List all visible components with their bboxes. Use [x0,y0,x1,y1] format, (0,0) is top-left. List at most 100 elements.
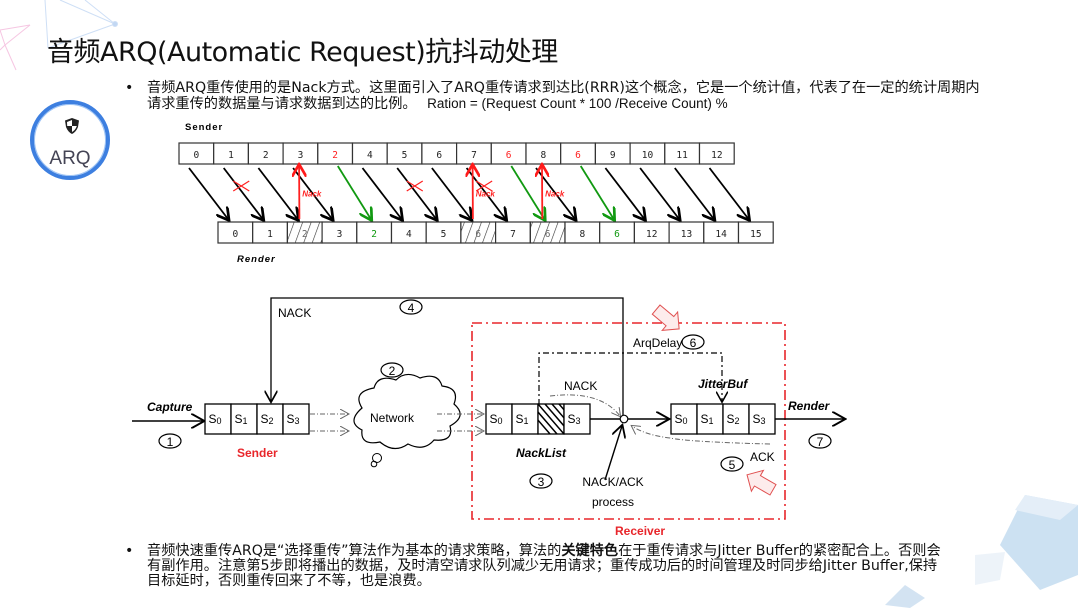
packet-arrow [639,167,679,219]
packet-arrow [604,167,644,219]
packet-arrow [674,167,714,219]
buffer-slot [670,403,698,435]
svg-text:3: 3 [538,475,545,489]
retransmit-arrow [337,165,371,219]
sender-packet-label: 3 [298,150,304,161]
buffer-slot [485,403,513,435]
nack-arrow-label: Nack [476,190,496,199]
hint-arrow-icon [746,469,777,496]
bullet2-pre: 音频快速重传ARQ是“选择重传”算法作为基本的请求策略，算法的 [147,543,562,559]
slot-label: S0 [208,412,221,426]
step-2-marker: 2 [380,362,404,378]
rrr-formula: Ration = (Request Count * 100 /Receive C… [427,96,728,111]
step-7-marker: 7 [808,433,832,449]
slot-label: S2 [726,412,739,426]
sender-packet-label: 12 [711,150,722,161]
arqdelay-path [538,352,722,405]
slot-label: S0 [489,412,502,426]
sender-packet-label: 4 [367,150,373,161]
packet-arrow [257,167,297,219]
flow-render-label: Render [788,399,831,413]
process-label-line2: process [592,495,634,509]
bullet-dot: • [125,80,134,96]
nack-inner-label: NACK [564,379,597,393]
badge-label: ARQ [49,148,91,169]
step-4-marker: 4 [399,299,423,315]
buffer-slot [722,403,750,435]
render-packet-label: 12 [646,229,657,240]
bullet-dot: • [125,543,134,559]
packet-arrow [361,167,402,219]
ack-signal-path [632,426,771,445]
render-packet-label: 2 [371,229,377,240]
bullet-rrr-description: • 音频ARQ重传使用的是Nack方式。这里面引入了ARQ重传请求到达比(RRR… [125,81,987,112]
render-packet-label: 5 [441,229,447,240]
render-packet-label: 2 [302,229,308,240]
render-packet-label: 14 [715,229,727,240]
jitterbuf-label: JitterBuf [698,377,748,391]
process-pointer-arrow [604,426,622,481]
render-packet-label: 0 [232,229,238,240]
retransmit-arrow [579,165,614,219]
receiver-label: Receiver [615,524,665,538]
packet-lost-x-icon [406,180,424,192]
step-6-marker: 6 [681,334,705,350]
sender-packet-label: 1 [228,150,234,161]
shield-icon [65,118,79,134]
sender-packet-label: 5 [402,150,408,161]
network-cloud-tail [372,453,382,463]
sender-packet-label: 9 [610,150,616,161]
slot-hatch [538,410,558,434]
bullet2-key-feature: 关键特色 [561,543,619,559]
svg-text:2: 2 [389,364,396,378]
render-packet-label: 1 [267,229,273,240]
nack-arrow-label: Nack [545,190,565,199]
sender-packet-label: 2 [263,150,269,161]
slot-hatch [538,404,564,434]
page-title: 音频ARQ(Automatic Request)抗抖动处理 [47,37,558,68]
slot-label: S3 [567,412,580,426]
slot-label: S3 [286,412,299,426]
timeline-sender-label: Sender [185,122,223,133]
capture-label: Capture [147,400,193,414]
bullet2-post: 在于重传请求与Jitter Buffer的紧密配合上。否则会有副作用。注意第5步… [147,543,941,589]
buffer-slot [696,403,724,435]
arqdelay-label: ArqDelay [633,336,682,350]
svg-text:5: 5 [729,458,736,472]
render-packet-label: 15 [750,229,761,240]
sender-packet-label: 6 [436,150,442,161]
packet-arrow [188,167,228,219]
svg-text:1: 1 [167,435,174,449]
sender-packet-label: 10 [642,150,654,161]
sender-packet-label: 11 [676,150,688,161]
render-packet-label: 6 [475,229,481,240]
render-packet-label: 3 [337,229,343,240]
decor-cubes [885,495,1078,608]
sender-packet-label: 7 [471,150,477,161]
buffer-slot [282,403,310,435]
slot-label: S2 [260,412,273,426]
step-5-marker: 5 [720,456,744,472]
render-packet-label: 6 [614,229,620,240]
render-packet-label: 8 [579,229,585,240]
timeline-render-label: Render [237,254,276,265]
process-node [619,414,629,424]
packet-arrow [222,167,263,219]
buffer-slot [511,403,539,435]
slot-label: S1 [515,412,528,426]
decor-network-lines [44,0,118,49]
receiver-boundary [471,322,786,520]
slot-hatch [538,419,551,434]
render-packet-cell [737,221,774,244]
slot-label: S1 [234,412,247,426]
slot-label: S1 [700,412,713,426]
sender-packet-label: 2 [332,150,338,161]
sender-packet-cell [698,142,735,165]
decor-pink-lines [0,24,31,71]
render-packet-label: 6 [545,229,551,240]
slot-label: S3 [752,412,765,426]
svg-text:6: 6 [690,336,697,350]
